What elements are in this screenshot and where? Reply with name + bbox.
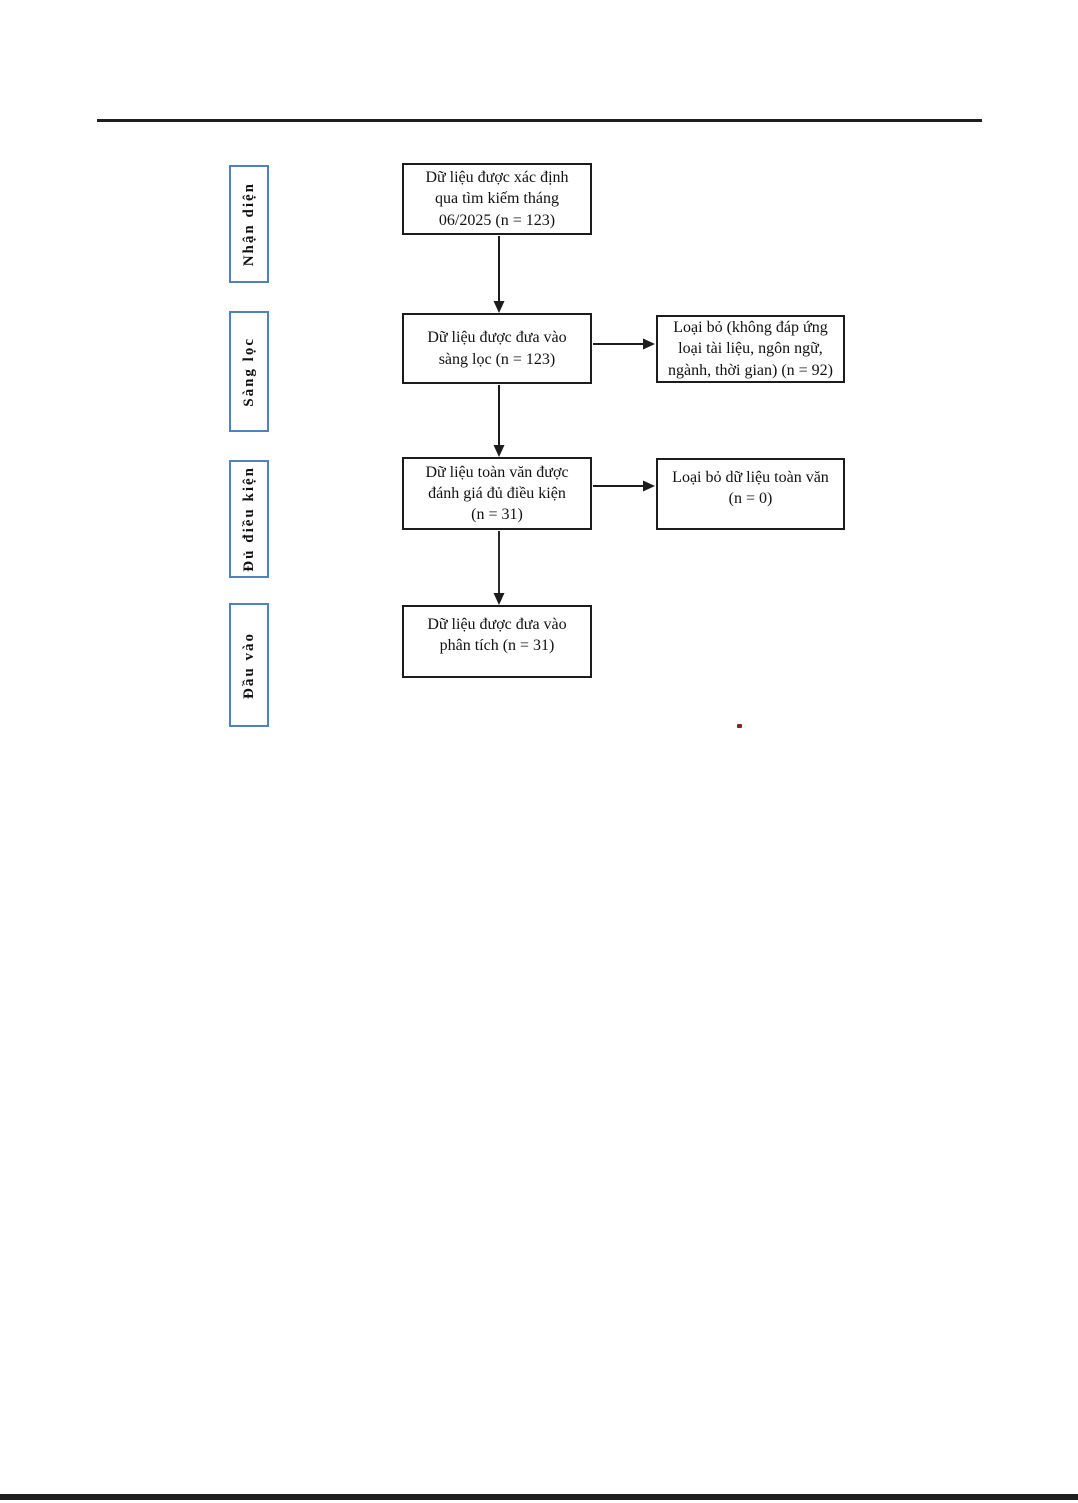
stage-box-included: Đầu vào — [229, 603, 269, 727]
arrow-identified-to-screened — [493, 236, 505, 313]
stage-box-identification: Nhận diện — [229, 165, 269, 283]
arrow-screened-to-eligibility — [493, 385, 505, 457]
flow-box-included-analysis: Dữ liệu được đưa vào phân tích (n = 31) — [402, 605, 592, 678]
flow-box-screened: Dữ liệu được đưa vào sàng lọc (n = 123) — [402, 313, 592, 384]
stage-label-eligibility: Đủ điều kiện — [240, 466, 257, 572]
stage-label-screening: Sàng lọc — [240, 336, 257, 407]
arrow-eligibility-to-exclusion — [593, 480, 655, 492]
stage-label-included: Đầu vào — [240, 631, 257, 699]
stage-box-screening: Sàng lọc — [229, 311, 269, 432]
bottom-horizontal-rule — [0, 1494, 1078, 1500]
exclusion-box-fulltext: Loại bỏ dữ liệu toàn văn (n = 0) — [656, 458, 845, 530]
flow-box-eligibility-assessed: Dữ liệu toàn văn được đánh giá đủ điều k… — [402, 457, 592, 530]
stray-mark — [737, 724, 742, 728]
arrow-eligibility-to-included — [493, 531, 505, 605]
stage-box-eligibility: Đủ điều kiện — [229, 460, 269, 578]
top-horizontal-rule — [97, 119, 982, 122]
exclusion-box-screening: Loại bỏ (không đáp ứng loại tài liệu, ng… — [656, 315, 845, 383]
stage-label-identification: Nhận diện — [240, 181, 257, 267]
flow-box-identified: Dữ liệu được xác định qua tìm kiếm tháng… — [402, 163, 592, 235]
arrow-screened-to-exclusion — [593, 338, 655, 350]
